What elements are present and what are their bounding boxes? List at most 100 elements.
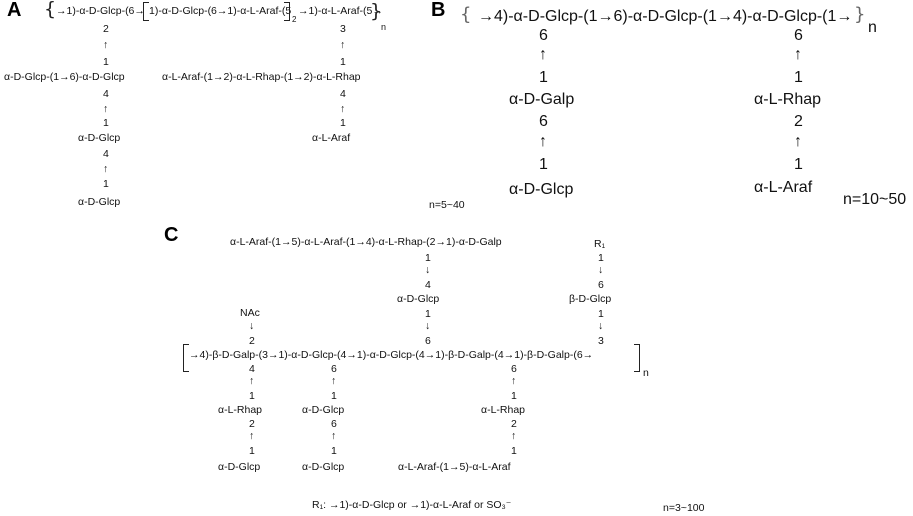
panel-b-n-subscript: n xyxy=(868,19,877,36)
panel-c-n-range: n=3~100 xyxy=(663,502,705,514)
panel-b-left-arrow2: ↑ xyxy=(539,133,547,150)
panel-a-left-link3-bottom: 1 xyxy=(103,178,109,190)
panel-c-r1: R₁ xyxy=(594,238,606,250)
panel-c-nac-link: 2 xyxy=(249,335,255,347)
panel-b-right-link1-bottom: 1 xyxy=(794,69,803,86)
panel-b-backbone: →4)-α-D-Glcp-(1→6)-α-D-Glcp-(1→4)-α-D-Gl… xyxy=(478,8,853,25)
panel-a-open-brace: { xyxy=(44,0,57,20)
panel-c-below2-unit1: α-D-Glcp xyxy=(302,404,345,416)
panel-a-n-subscript: n xyxy=(381,22,387,32)
panel-b-right-link2-bottom: 1 xyxy=(794,156,803,173)
panel-b-right-unit1: α-L-Rhap xyxy=(754,91,822,108)
panel-c-r1-arrow2: ↓ xyxy=(598,320,604,332)
panel-b-right-link2-top: 2 xyxy=(794,113,803,130)
panel-b-close-brace: } xyxy=(854,4,866,25)
panel-c-below1-arrow2: ↑ xyxy=(249,430,255,442)
panel-c-below2-link1-bottom: 1 xyxy=(331,390,337,402)
panel-c-n-subscript: n xyxy=(643,367,649,379)
panel-c-r1-link4: 3 xyxy=(598,335,604,347)
panel-c-below2-link2-top: 6 xyxy=(331,418,337,430)
panel-c-label: C xyxy=(164,224,179,246)
panel-c-top-link2: 4 xyxy=(425,279,431,291)
panel-a-right-arrow1: ↑ xyxy=(340,39,346,51)
panel-a-left-arrow1: ↑ xyxy=(103,39,109,51)
panel-a-left-arrow2: ↑ xyxy=(103,103,109,115)
panel-a-repeat-open-bracket xyxy=(143,2,149,21)
panel-a-left-link3-top: 4 xyxy=(103,148,109,160)
panel-b-left-link1-top: 6 xyxy=(539,27,548,44)
panel-c-r1-unit: β-D-Glcp xyxy=(569,293,612,305)
panel-a-left-unit3: α-D-Glcp xyxy=(78,196,121,208)
panel-c-below1-arrow1: ↑ xyxy=(249,375,255,387)
panel-a-repeat-subscript: 2 xyxy=(292,15,297,24)
panel-c-r1-link1: 1 xyxy=(598,252,604,264)
panel-c-top-link1: 1 xyxy=(425,252,431,264)
panel-a-left-link2-top: 4 xyxy=(103,88,109,100)
panel-b-open-brace: { xyxy=(460,4,472,25)
panel-a-left-unit1: α-D-Glcp-(1→6)-α-D-Glcp xyxy=(4,71,125,83)
panel-c-close-bracket xyxy=(634,344,640,372)
panel-a-close-brace: } xyxy=(370,0,383,22)
panel-a-repeat-close-bracket xyxy=(284,2,290,21)
panel-b-left-unit1: α-D-Galp xyxy=(509,91,575,108)
panel-c-below1-link1-bottom: 1 xyxy=(249,390,255,402)
panel-c-top-unit: α-D-Glcp xyxy=(397,293,440,305)
panel-c-nac: NAc xyxy=(240,307,260,319)
panel-c-open-bracket xyxy=(183,344,189,372)
panel-a-left-link1-top: 2 xyxy=(103,23,109,35)
panel-a-left-arrow3: ↑ xyxy=(103,163,109,175)
panel-a-right-link2-bottom: 1 xyxy=(340,117,346,129)
panel-c-top-chain: α-L-Araf-(1→5)-α-L-Araf-(1→4)-α-L-Rhap-(… xyxy=(230,236,502,248)
panel-b-left-arrow1: ↑ xyxy=(539,46,547,63)
panel-c-r1-link2: 6 xyxy=(598,279,604,291)
panel-c-nac-arrow: ↓ xyxy=(249,320,255,332)
panel-a-left-link2-bottom: 1 xyxy=(103,117,109,129)
panel-c-r1-arrow1: ↓ xyxy=(598,264,604,276)
panel-a-backbone-part2: 1)-α-D-Glcp-(6→1)-α-L-Araf-(5 xyxy=(149,5,292,17)
panel-a-right-link2-top: 4 xyxy=(340,88,346,100)
panel-a-right-link1-bottom: 1 xyxy=(340,56,346,68)
panel-a-label: A xyxy=(7,0,22,21)
panel-c-below3-link2-bottom: 1 xyxy=(511,445,517,457)
panel-c-r1-link3: 1 xyxy=(598,308,604,320)
panel-a-right-unit1: α-L-Araf-(1→2)-α-L-Rhap-(1→2)-α-L-Rhap xyxy=(162,71,361,83)
panel-c-below3-arrow2: ↑ xyxy=(511,430,517,442)
panel-b-left-link1-bottom: 1 xyxy=(539,69,548,86)
panel-b-right-arrow2: ↑ xyxy=(794,133,802,150)
panel-c-below2-arrow2: ↑ xyxy=(331,430,337,442)
panel-a-backbone-part1: →1)-α-D-Glcp-(6→ xyxy=(56,5,145,17)
panel-b-left-link2-bottom: 1 xyxy=(539,156,548,173)
panel-c-below3-link1-bottom: 1 xyxy=(511,390,517,402)
panel-c-below3-unit2: α-L-Araf-(1→5)-α-L-Araf xyxy=(398,461,511,473)
panel-c-below2-unit2: α-D-Glcp xyxy=(302,461,345,473)
panel-b-right-link1-top: 6 xyxy=(794,27,803,44)
panel-a-backbone-part3: →1)-α-L-Araf-(5→ xyxy=(298,5,383,17)
panel-a-right-unit2: α-L-Araf xyxy=(312,132,351,144)
panel-c-r1-note: R₁: →1)-α-D-Glcp or →1)-α-L-Araf or SO₃⁻ xyxy=(312,499,512,511)
panel-c-backbone: →4)-β-D-Galp-(3→1)-α-D-Glcp-(4→1)-α-D-Gl… xyxy=(189,349,594,361)
panel-c-top-arrow2: ↓ xyxy=(425,320,431,332)
panel-c-below2-link1-top: 6 xyxy=(331,363,337,375)
panel-b-right-unit2: α-L-Araf xyxy=(754,179,813,196)
panel-c-top-link3: 1 xyxy=(425,308,431,320)
panel-c-below1-unit2: α-D-Glcp xyxy=(218,461,261,473)
panel-a-right-arrow2: ↑ xyxy=(340,103,346,115)
panel-b-left-link2-top: 6 xyxy=(539,113,548,130)
panel-b-left-unit2: α-D-Glcp xyxy=(509,181,574,198)
panel-a-n-range: n=5~40 xyxy=(429,199,465,211)
panel-c-below1-link1-top: 4 xyxy=(249,363,255,375)
panel-c-below2-arrow1: ↑ xyxy=(331,375,337,387)
panel-a-left-unit2: α-D-Glcp xyxy=(78,132,121,144)
panel-b-n-range: n=10~50 xyxy=(843,191,907,208)
panel-c-top-arrow1: ↓ xyxy=(425,264,431,276)
panel-c-below3-link1-top: 6 xyxy=(511,363,517,375)
panel-c-below1-unit1: α-L-Rhap xyxy=(218,404,263,416)
panel-a-left-link1-bottom: 1 xyxy=(103,56,109,68)
panel-a-right-link1-top: 3 xyxy=(340,23,346,35)
panel-c-below1-link2-bottom: 1 xyxy=(249,445,255,457)
panel-c-below3-arrow1: ↑ xyxy=(511,375,517,387)
panel-c-below1-link2-top: 2 xyxy=(249,418,255,430)
panel-c-below2-link2-bottom: 1 xyxy=(331,445,337,457)
panel-b-right-arrow1: ↑ xyxy=(794,46,802,63)
